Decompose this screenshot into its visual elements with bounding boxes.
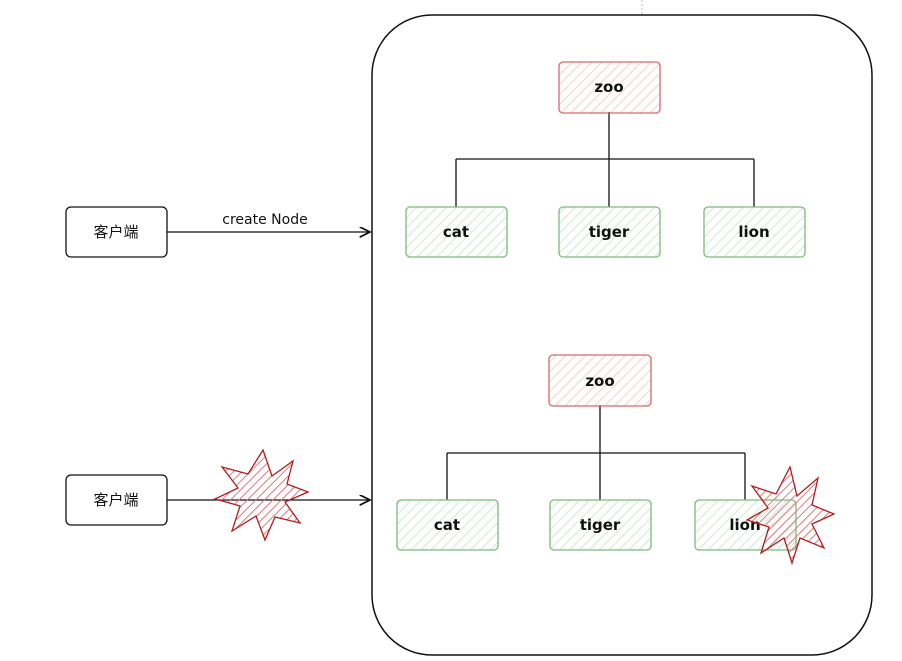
tree-1-child-label: tiger — [589, 223, 630, 241]
tree-2-root-label: zoo — [585, 372, 614, 390]
tree-1-child-label: cat — [443, 223, 469, 241]
tree-2: zoo cat tiger lion — [396, 354, 797, 551]
tree-2-connectors — [446, 405, 746, 500]
tree-2-child-cat: cat — [396, 499, 499, 551]
tree-1-connectors — [455, 112, 755, 207]
client-2: 客户端 — [65, 474, 168, 526]
tree-2-child-label: tiger — [580, 516, 621, 534]
server-container — [371, 14, 873, 656]
tree-1-root-label: zoo — [594, 78, 623, 96]
tree-2-child-label: cat — [434, 516, 460, 534]
client-1: 客户端 — [65, 206, 168, 258]
tree-1-child-cat: cat — [405, 206, 508, 258]
tree-1: zoo cat tiger lion — [405, 61, 806, 258]
tree-1-child-tiger: tiger — [558, 206, 661, 258]
tree-2-root-node: zoo — [548, 354, 652, 407]
tree-1-root-node: zoo — [558, 61, 661, 114]
node-failure-star-icon — [745, 465, 836, 566]
connection-failure-star-icon — [213, 448, 310, 542]
tree-1-child-label: lion — [738, 223, 769, 241]
create-node-label: create Node — [222, 212, 307, 228]
client-2-label: 客户端 — [93, 491, 138, 509]
client-1-label: 客户端 — [93, 223, 138, 241]
tree-1-child-lion: lion — [703, 206, 806, 258]
tree-2-child-tiger: tiger — [549, 499, 652, 551]
